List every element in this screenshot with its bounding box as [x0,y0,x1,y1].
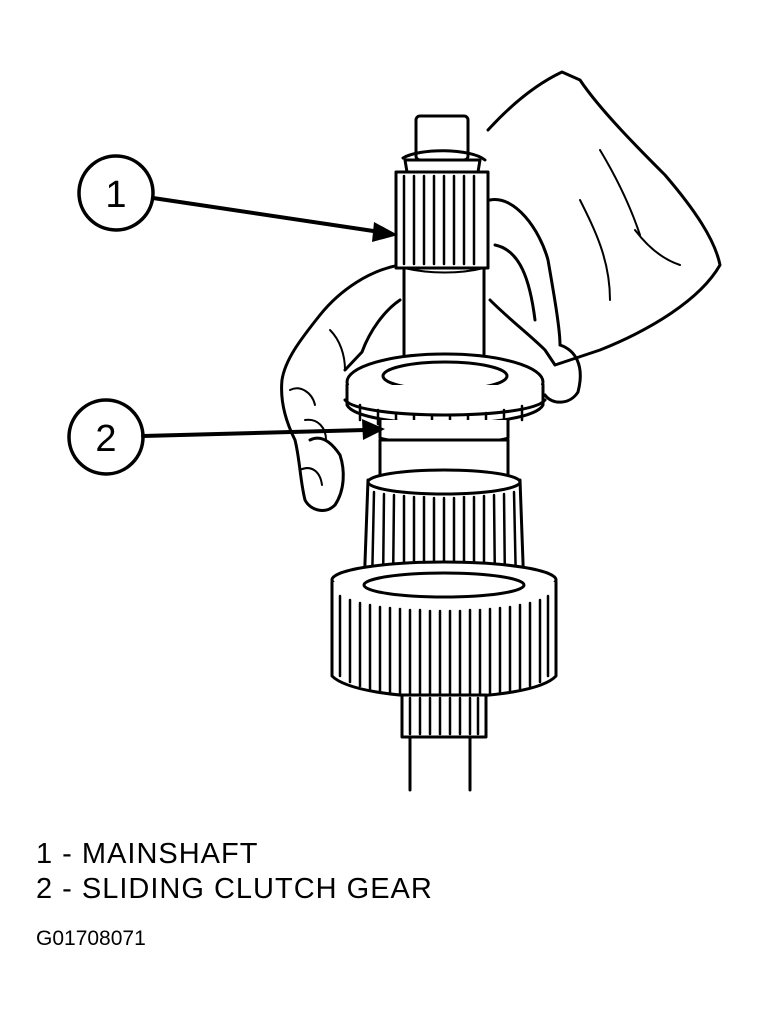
callout-2-arrowhead [362,419,385,440]
exploded-diagram: 1 2 [67,70,722,792]
callout-2-number: 2 [95,418,116,460]
bottom-gear [330,560,558,699]
callout-1 [77,154,398,242]
figure-id: G01708071 [36,927,146,950]
legend-item-sliding-clutch-gear: 2 - SLIDING CLUTCH GEAR [36,873,433,905]
sliding-clutch-gear [343,352,547,445]
left-hand [280,263,402,512]
callout-1-number: 1 [105,174,126,216]
mainshaft [394,114,490,372]
legend-item-mainshaft: 1 - MAINSHAFT [36,838,259,870]
callout-1-arrowhead [372,222,398,242]
lower-shaft [400,693,488,792]
callout-2-leader [141,428,367,438]
callout-1-leader [151,196,382,234]
callout-2 [67,398,385,476]
right-hand [486,70,722,404]
